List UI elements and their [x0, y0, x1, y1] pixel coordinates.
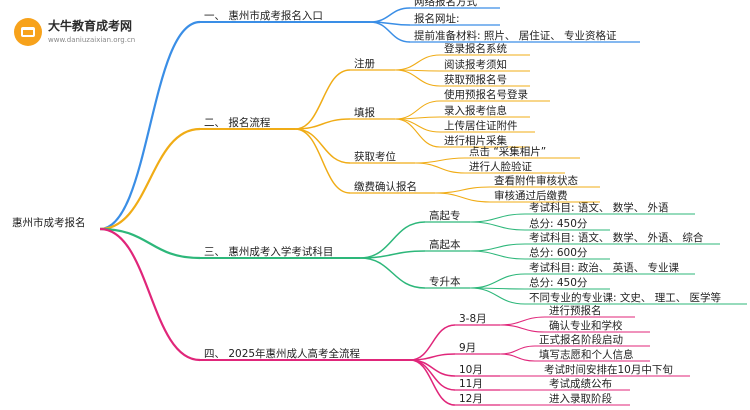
branch-2-child-1-leaf-2-label: 阅读报考须知 [444, 58, 507, 71]
branch-3-child-2-label: 高起本 [429, 238, 461, 251]
branch-2-child-4-leaf-1-label: 查看附件审核状态 [494, 174, 578, 187]
book-icon [14, 18, 42, 46]
branch-4-child-2-label: 9月 [459, 342, 476, 354]
branch-4-child-2-leaf-2-label: 填写志愿和个人信息 [539, 348, 634, 361]
branch-1-child-3-connector [369, 21, 411, 43]
branch-2-child-1-leaf-3-connector [394, 69, 441, 87]
branch-3-child-2-leaf-1-connector [469, 243, 526, 252]
branch-4-connector [99, 227, 201, 362]
branch-2-child-2-leaf-1-label: 使用预报名号登录 [444, 88, 528, 101]
branch-3-child-3-leaf-1-label: 考试科目: 政治、 英语、 专业课 [529, 261, 680, 274]
branch-3-connector [99, 227, 201, 260]
branch-4-child-1-leaf-1-label: 进行预报名 [549, 304, 602, 317]
branch-3-child-2-leaf-1-label: 考试科目: 语文、 数学、 外语、 综合 [529, 231, 704, 244]
branch-2-child-2-leaf-4-connector [394, 118, 441, 148]
branch-4-child-2-leaf-1-connector [499, 345, 536, 355]
root-node-label: 惠州市成考报名 [12, 216, 86, 229]
logo-url: www.daniuzaixian.org.cn [48, 36, 136, 44]
branch-2-child-3-leaf-2-label: 进行人脸验证 [469, 160, 532, 173]
branch-3-child-1-leaf-2-label: 总分: 450分 [529, 217, 588, 230]
branch-2-child-3-leaf-1-label: 点击 “采集相片” [469, 145, 546, 158]
branch-3-child-3-leaf-1-connector [469, 273, 526, 289]
branch-2-child-4-label: 缴费确认报名 [354, 180, 417, 193]
branch-2-child-2-leaf-2-label: 录入报考信息 [444, 104, 507, 117]
branch-1-label: 一、 惠州市成考报名入口 [204, 9, 323, 22]
branch-4-child-2-leaf-1-label: 正式报名阶段启动 [539, 333, 623, 346]
branch-4-label: 四、 2025年惠州成人高考全流程 [204, 347, 361, 360]
branch-2-child-1-leaf-1-connector [394, 54, 441, 71]
connector-lines [99, 7, 747, 406]
branch-2-child-1-connector [294, 69, 351, 130]
branch-4-child-1-leaf-1-connector [499, 316, 546, 326]
branch-2-child-2-leaf-3-connector [394, 118, 441, 133]
branch-2-child-2-label: 填报 [354, 106, 375, 119]
branch-4-child-1-connector [409, 324, 456, 361]
branch-3-child-1-label: 高起专 [429, 209, 461, 222]
branch-2-child-2-leaf-4-label: 进行相片采集 [444, 134, 507, 147]
branch-3-child-1-leaf-1-connector [469, 213, 526, 223]
branch-2-child-1-label: 注册 [354, 57, 375, 70]
branch-4-child-5-connector [409, 359, 456, 406]
branch-4-child-1-leaf-2-connector [499, 324, 546, 333]
branch-2-child-3-leaf-2-connector [414, 162, 466, 174]
branch-4-child-2-connector [409, 353, 456, 361]
branch-1-child-1-connector [369, 7, 411, 23]
branch-4-child-3-leaf-1-label: 考试时间安排在10月中下旬 [544, 363, 673, 376]
branch-4-child-4-leaf-1-label: 考试成绩公布 [549, 377, 612, 390]
branch-2-child-1-leaf-1-label: 登录报名系统 [444, 42, 507, 55]
branch-2-child-4-leaf-2-connector [434, 192, 491, 203]
branch-3-child-2-connector [359, 250, 426, 259]
branch-3-child-1-leaf-2-connector [469, 221, 526, 231]
branch-2-connector [99, 127, 201, 231]
branch-2-child-3-leaf-1-connector [414, 157, 466, 164]
branch-4-child-1-leaf-2-label: 确认专业和学校 [549, 319, 623, 332]
branch-4-child-5-label: 12月 [459, 393, 483, 405]
branch-2-child-4-connector [294, 128, 351, 194]
branch-2-child-4-leaf-2-label: 审核通过后缴费 [494, 189, 568, 202]
branch-2-child-4-leaf-1-connector [434, 186, 491, 194]
branch-1-child-3-label: 提前准备材料: 照片、 居住证、 专业资格证 [414, 29, 617, 42]
branch-1-connector [99, 20, 201, 231]
branch-4-child-2-leaf-2-connector [499, 353, 536, 362]
branch-3-child-3-leaf-3-label: 不同专业的专业课: 文史、 理工、 医学等 [529, 291, 722, 304]
branch-4-child-4-label: 11月 [459, 378, 483, 390]
branch-2-child-2-connector [294, 118, 351, 130]
branch-3-child-2-leaf-2-connector [469, 250, 526, 260]
branch-3-child-3-leaf-3-connector [469, 287, 526, 305]
logo-name: 大牛教育成考网 [48, 19, 133, 33]
branch-3-child-3-label: 专升本 [429, 275, 461, 288]
branch-3-child-2-leaf-2-label: 总分: 600分 [529, 246, 588, 259]
branch-3-child-3-connector [359, 257, 426, 289]
branch-2-label: 二、 报名流程 [204, 116, 271, 129]
branch-3-child-1-leaf-1-label: 考试科目: 语文、 数学、 外语 [529, 201, 669, 214]
branch-2-child-1-leaf-3-label: 获取预报名号 [444, 73, 507, 86]
branch-2-child-2-leaf-1-connector [394, 100, 441, 120]
branch-3-child-1-connector [359, 221, 426, 259]
branch-4-child-5-leaf-1-label: 进入录取阶段 [549, 392, 612, 405]
branch-3-child-3-leaf-2-label: 总分: 450分 [529, 276, 588, 289]
branch-1-child-2-label: 报名网址: [414, 12, 460, 25]
branch-2-child-2-leaf-3-label: 上传居住证附件 [444, 119, 518, 132]
branch-2-child-3-label: 获取考位 [354, 150, 396, 163]
branch-4-child-3-label: 10月 [459, 364, 483, 376]
branch-3-label: 三、 惠州成考入学考试科目 [204, 245, 333, 258]
branch-2-child-3-connector [294, 128, 351, 164]
site-logo: 大牛教育成考网 www.daniuzaixian.org.cn [14, 16, 164, 50]
branch-1-child-1-label: 网络报名方式 [414, 0, 477, 8]
branch-4-child-1-label: 3-8月 [459, 313, 487, 325]
